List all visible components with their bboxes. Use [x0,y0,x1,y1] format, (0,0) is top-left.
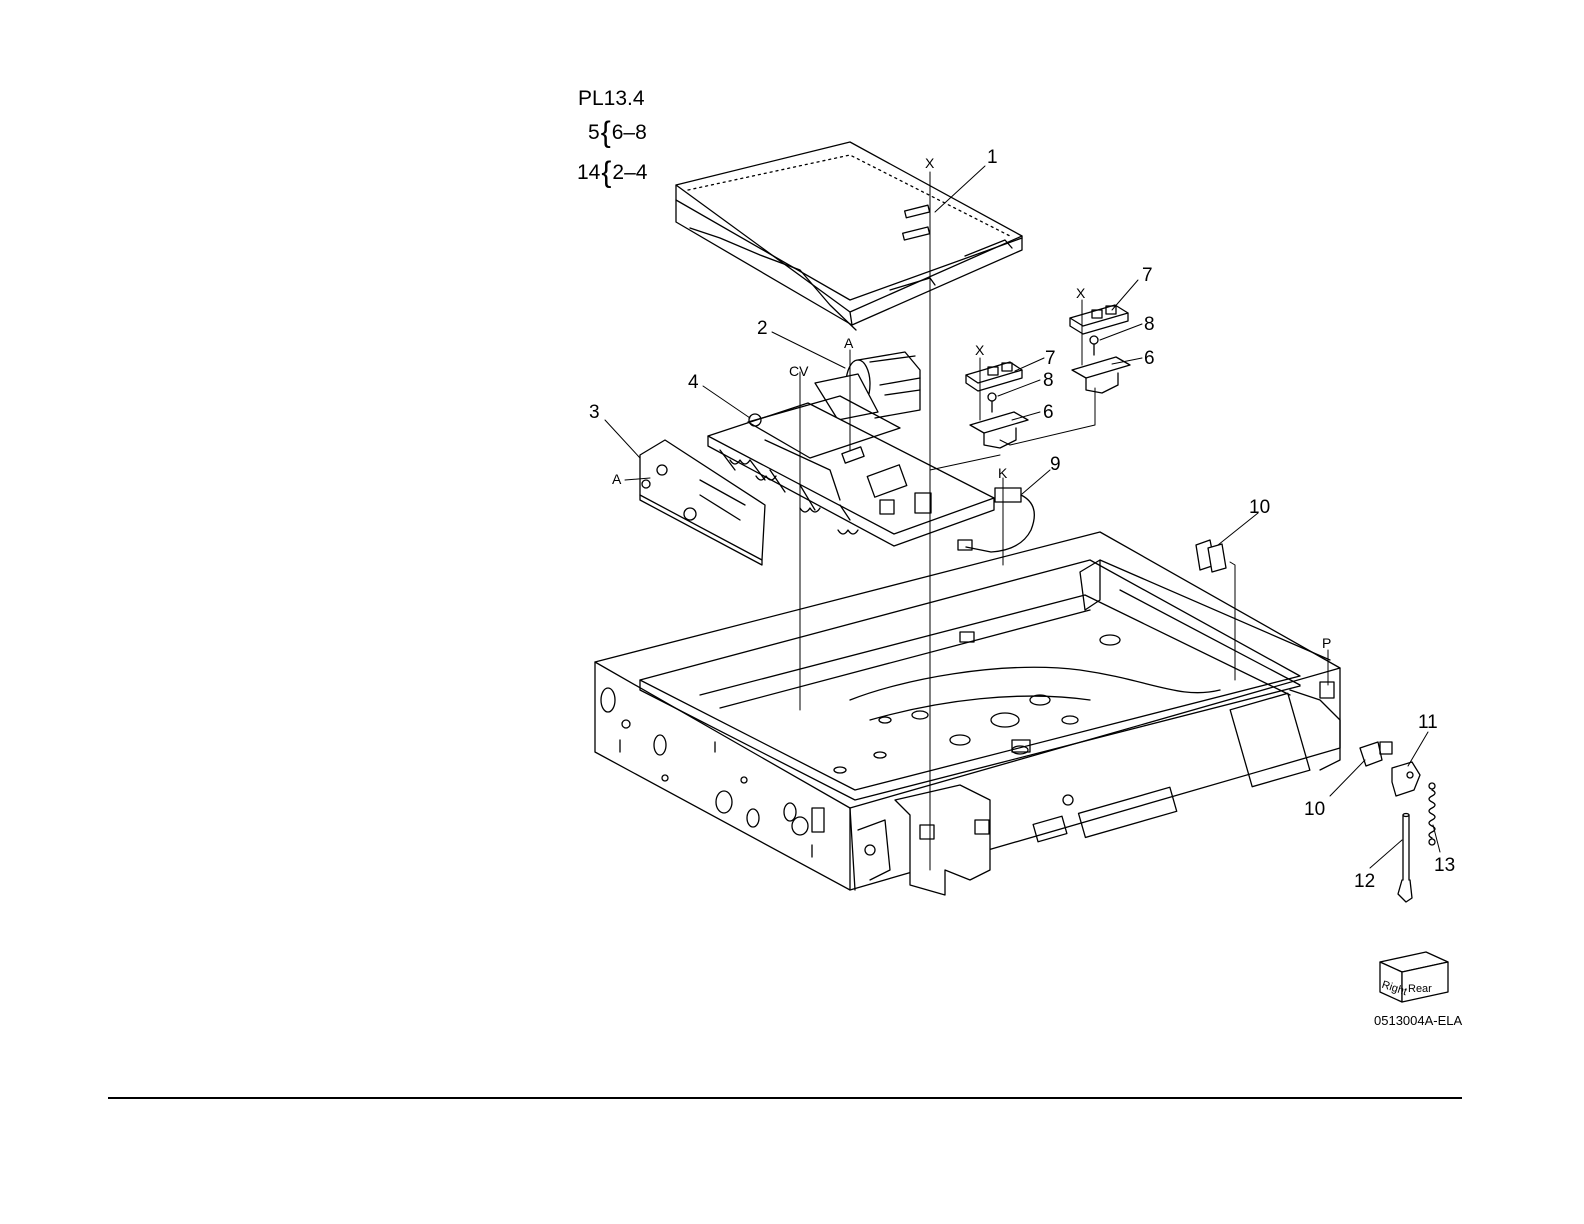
ref-letter-a: A [844,335,854,351]
callout-12: 12 [1354,871,1375,892]
sensor-bracket-right [1070,305,1130,393]
callout-11: 11 [1418,712,1438,733]
sensor-10-upper [1196,540,1226,572]
ref-letter-cv: CV [789,363,809,379]
callout-1: 1 [987,147,998,168]
callout-9: 9 [1050,454,1061,475]
spring-13 [1429,783,1435,845]
callout-8: 8 [1144,314,1155,335]
callout-6: 6 [1144,348,1155,369]
callout-7: 7 [1142,265,1153,286]
sensor-10-lower [1360,742,1392,766]
motor [815,352,920,420]
callout-4: 4 [688,372,699,393]
sensor-bracket-middle [966,362,1028,448]
callout-10: 10 [1304,799,1325,820]
callout-6: 6 [1043,402,1054,423]
callout-10: 10 [1249,497,1270,518]
top-cover [676,142,1022,330]
ref-letter-x: X [925,155,935,171]
callout-7: 7 [1045,348,1056,369]
callout-3: 3 [589,402,600,423]
cube-face-rear: Rear [1408,983,1432,995]
pwb-plate [640,440,765,565]
callout-13: 13 [1434,855,1455,876]
ref-letter-p: P [1322,635,1331,651]
figure-code: 0513004A-ELA [1374,1013,1462,1028]
actuator-11 [1392,762,1420,796]
ref-letter-x: X [1076,285,1086,301]
callout-2: 2 [757,318,768,339]
rod-12 [1398,814,1412,903]
base-frame [595,532,1340,895]
page-divider [108,1097,1462,1099]
callout-8: 8 [1043,370,1054,391]
ref-letter-a: A [612,471,622,487]
ref-letter-k: K [998,465,1008,481]
ref-letter-x: X [975,342,985,358]
